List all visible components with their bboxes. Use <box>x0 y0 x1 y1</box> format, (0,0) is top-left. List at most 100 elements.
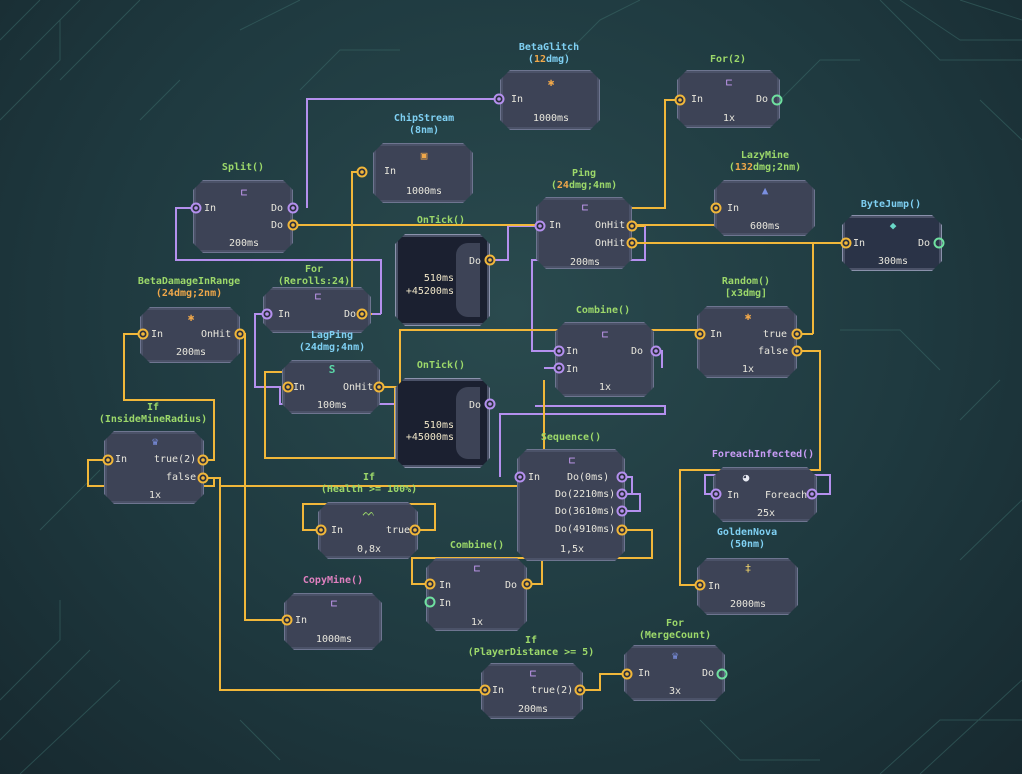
port-dot-core <box>201 458 205 462</box>
port-label: In <box>384 166 397 177</box>
port-dot-core <box>319 528 323 532</box>
port-dot-core <box>377 385 381 389</box>
for2-title: For(2) <box>709 54 747 65</box>
branch-icon: ⊏ <box>529 667 537 680</box>
ontick1-title: OnTick() <box>416 215 466 226</box>
bug-icon: ✱ <box>547 76 555 89</box>
node-ifinside[interactable]: ♛ In true(2) false 1x <box>104 431 204 504</box>
port-label: In <box>204 203 217 214</box>
port-dot-core <box>538 224 542 228</box>
port-label: In <box>278 309 291 320</box>
node-footer: 1000ms <box>315 634 353 645</box>
node-combine1[interactable]: ⊏ In In Do 1x <box>555 322 654 397</box>
port-dot[interactable] <box>771 94 783 106</box>
notch-shape <box>456 243 480 317</box>
port-dot[interactable] <box>933 237 945 249</box>
port-dot-core <box>557 349 561 353</box>
port-label: In <box>566 364 579 375</box>
node-footer: 1x <box>598 382 612 393</box>
pie-icon: ◕ <box>742 471 750 484</box>
node-split[interactable]: ⊏ In Do Do 200ms <box>193 180 293 253</box>
port-label: Do(2210ms) <box>555 489 616 500</box>
port-label: In <box>566 346 579 357</box>
port-dot-core <box>291 223 295 227</box>
port-dot[interactable] <box>424 596 436 608</box>
random-title: Random()[x3dmg] <box>721 276 771 299</box>
branch-icon: ⊏ <box>330 597 338 610</box>
node-chipstream[interactable]: ▣ In 1000ms <box>373 143 473 203</box>
crown-icon: ♛ <box>151 435 159 448</box>
chip-icon: ▣ <box>420 149 428 162</box>
port-dot[interactable] <box>716 668 728 680</box>
port-dot-core <box>286 385 290 389</box>
ping-title: Ping(24dmg;4nm) <box>550 168 618 191</box>
port-dot-core <box>620 528 624 532</box>
ontick-total: +45000ms <box>405 432 454 443</box>
port-label: In <box>331 525 344 536</box>
port-label: Do <box>344 309 357 320</box>
port-label: true <box>763 329 788 340</box>
node-footer: 600ms <box>749 221 781 232</box>
port-label: In <box>708 581 721 592</box>
port-dot-core <box>698 332 702 336</box>
node-for2[interactable]: ⊏ In Do 1x <box>677 70 780 128</box>
crown-icon: ♛ <box>671 649 679 662</box>
node-ifhealth[interactable]: ᨓ In true 0,8x <box>318 502 418 559</box>
port-dot-core <box>557 366 561 370</box>
node-ontick2[interactable]: 510ms +45000ms Do <box>395 378 490 468</box>
port-label: OnHit <box>343 382 374 393</box>
node-footer: 1,5x <box>559 544 585 555</box>
node-ping[interactable]: ⊏ In OnHit OnHit 200ms <box>536 197 632 269</box>
port-dot-core <box>795 332 799 336</box>
s-icon: S <box>328 363 336 376</box>
node-footer: 1x <box>722 113 736 124</box>
split-title: Split() <box>221 162 265 173</box>
port-label: false <box>166 472 197 483</box>
node-ifplayer[interactable]: ⊏ In true(2) 200ms <box>481 663 583 719</box>
port-label: true(2) <box>531 685 574 696</box>
ontick2-title: OnTick() <box>416 360 466 371</box>
port-dot-core <box>810 492 814 496</box>
node-betaglitch[interactable]: ✱ In 1000ms <box>500 70 600 130</box>
port-dot-core <box>698 583 702 587</box>
port-label: OnHit <box>201 329 232 340</box>
node-forrerolls[interactable]: ⊏ In Do <box>263 287 371 333</box>
port-label: Do(0ms) <box>567 472 610 483</box>
node-footer: 1x <box>148 490 162 501</box>
node-footer: 1x <box>470 617 484 628</box>
port-label: In <box>151 329 164 340</box>
chipstream-title: ChipStream(8nm) <box>393 113 455 136</box>
node-copymine[interactable]: ⊏ In 1000ms <box>284 593 382 650</box>
port-dot-core <box>654 349 658 353</box>
node-random[interactable]: ✱ In true false 1x <box>697 306 797 378</box>
port-label: Do <box>469 400 482 411</box>
node-ontick1[interactable]: 510ms +45200ms Do <box>395 234 490 326</box>
port-label: Foreach <box>765 490 808 501</box>
forrerolls-title: For(Rerolls:24) <box>277 264 351 287</box>
node-betadamageinrange[interactable]: ✱ In OnHit 200ms <box>140 307 240 363</box>
port-label: Do <box>631 346 644 357</box>
node-lagping[interactable]: S In OnHit 100ms <box>282 360 380 414</box>
node-foreachinfected[interactable]: ◕ In Foreach 25x <box>713 467 817 522</box>
ifinside-title: If(InsideMineRadius) <box>98 402 208 425</box>
port-label: Do <box>469 256 482 267</box>
node-combine2[interactable]: ⊏ In In Do 1x <box>426 558 527 631</box>
node-lazymine[interactable]: ▲ In 600ms <box>714 180 815 236</box>
port-dot-core <box>678 98 682 102</box>
node-bytejump[interactable]: ◆ In Do 300ms <box>842 215 942 271</box>
port-dot-core <box>620 492 624 496</box>
node-goldennova[interactable]: ‡ In 2000ms <box>697 558 798 615</box>
port-label: Do <box>505 580 518 591</box>
nova-icon: ‡ <box>744 562 752 575</box>
node-sequence[interactable]: ⊏ In Do(0ms) Do(2210ms) Do(3610ms) Do(49… <box>517 449 625 561</box>
branch-icon: ⊏ <box>725 76 733 89</box>
node-footer: 100ms <box>316 400 348 411</box>
node-footer: 3x <box>668 686 682 697</box>
port-label: In <box>549 220 562 231</box>
port-dot-core <box>238 332 242 336</box>
port-label: Do(3610ms) <box>555 506 616 517</box>
node-formerge[interactable]: ♛ In Do 3x <box>624 645 725 701</box>
port-dot-core <box>714 492 718 496</box>
port-dot-core <box>360 312 364 316</box>
